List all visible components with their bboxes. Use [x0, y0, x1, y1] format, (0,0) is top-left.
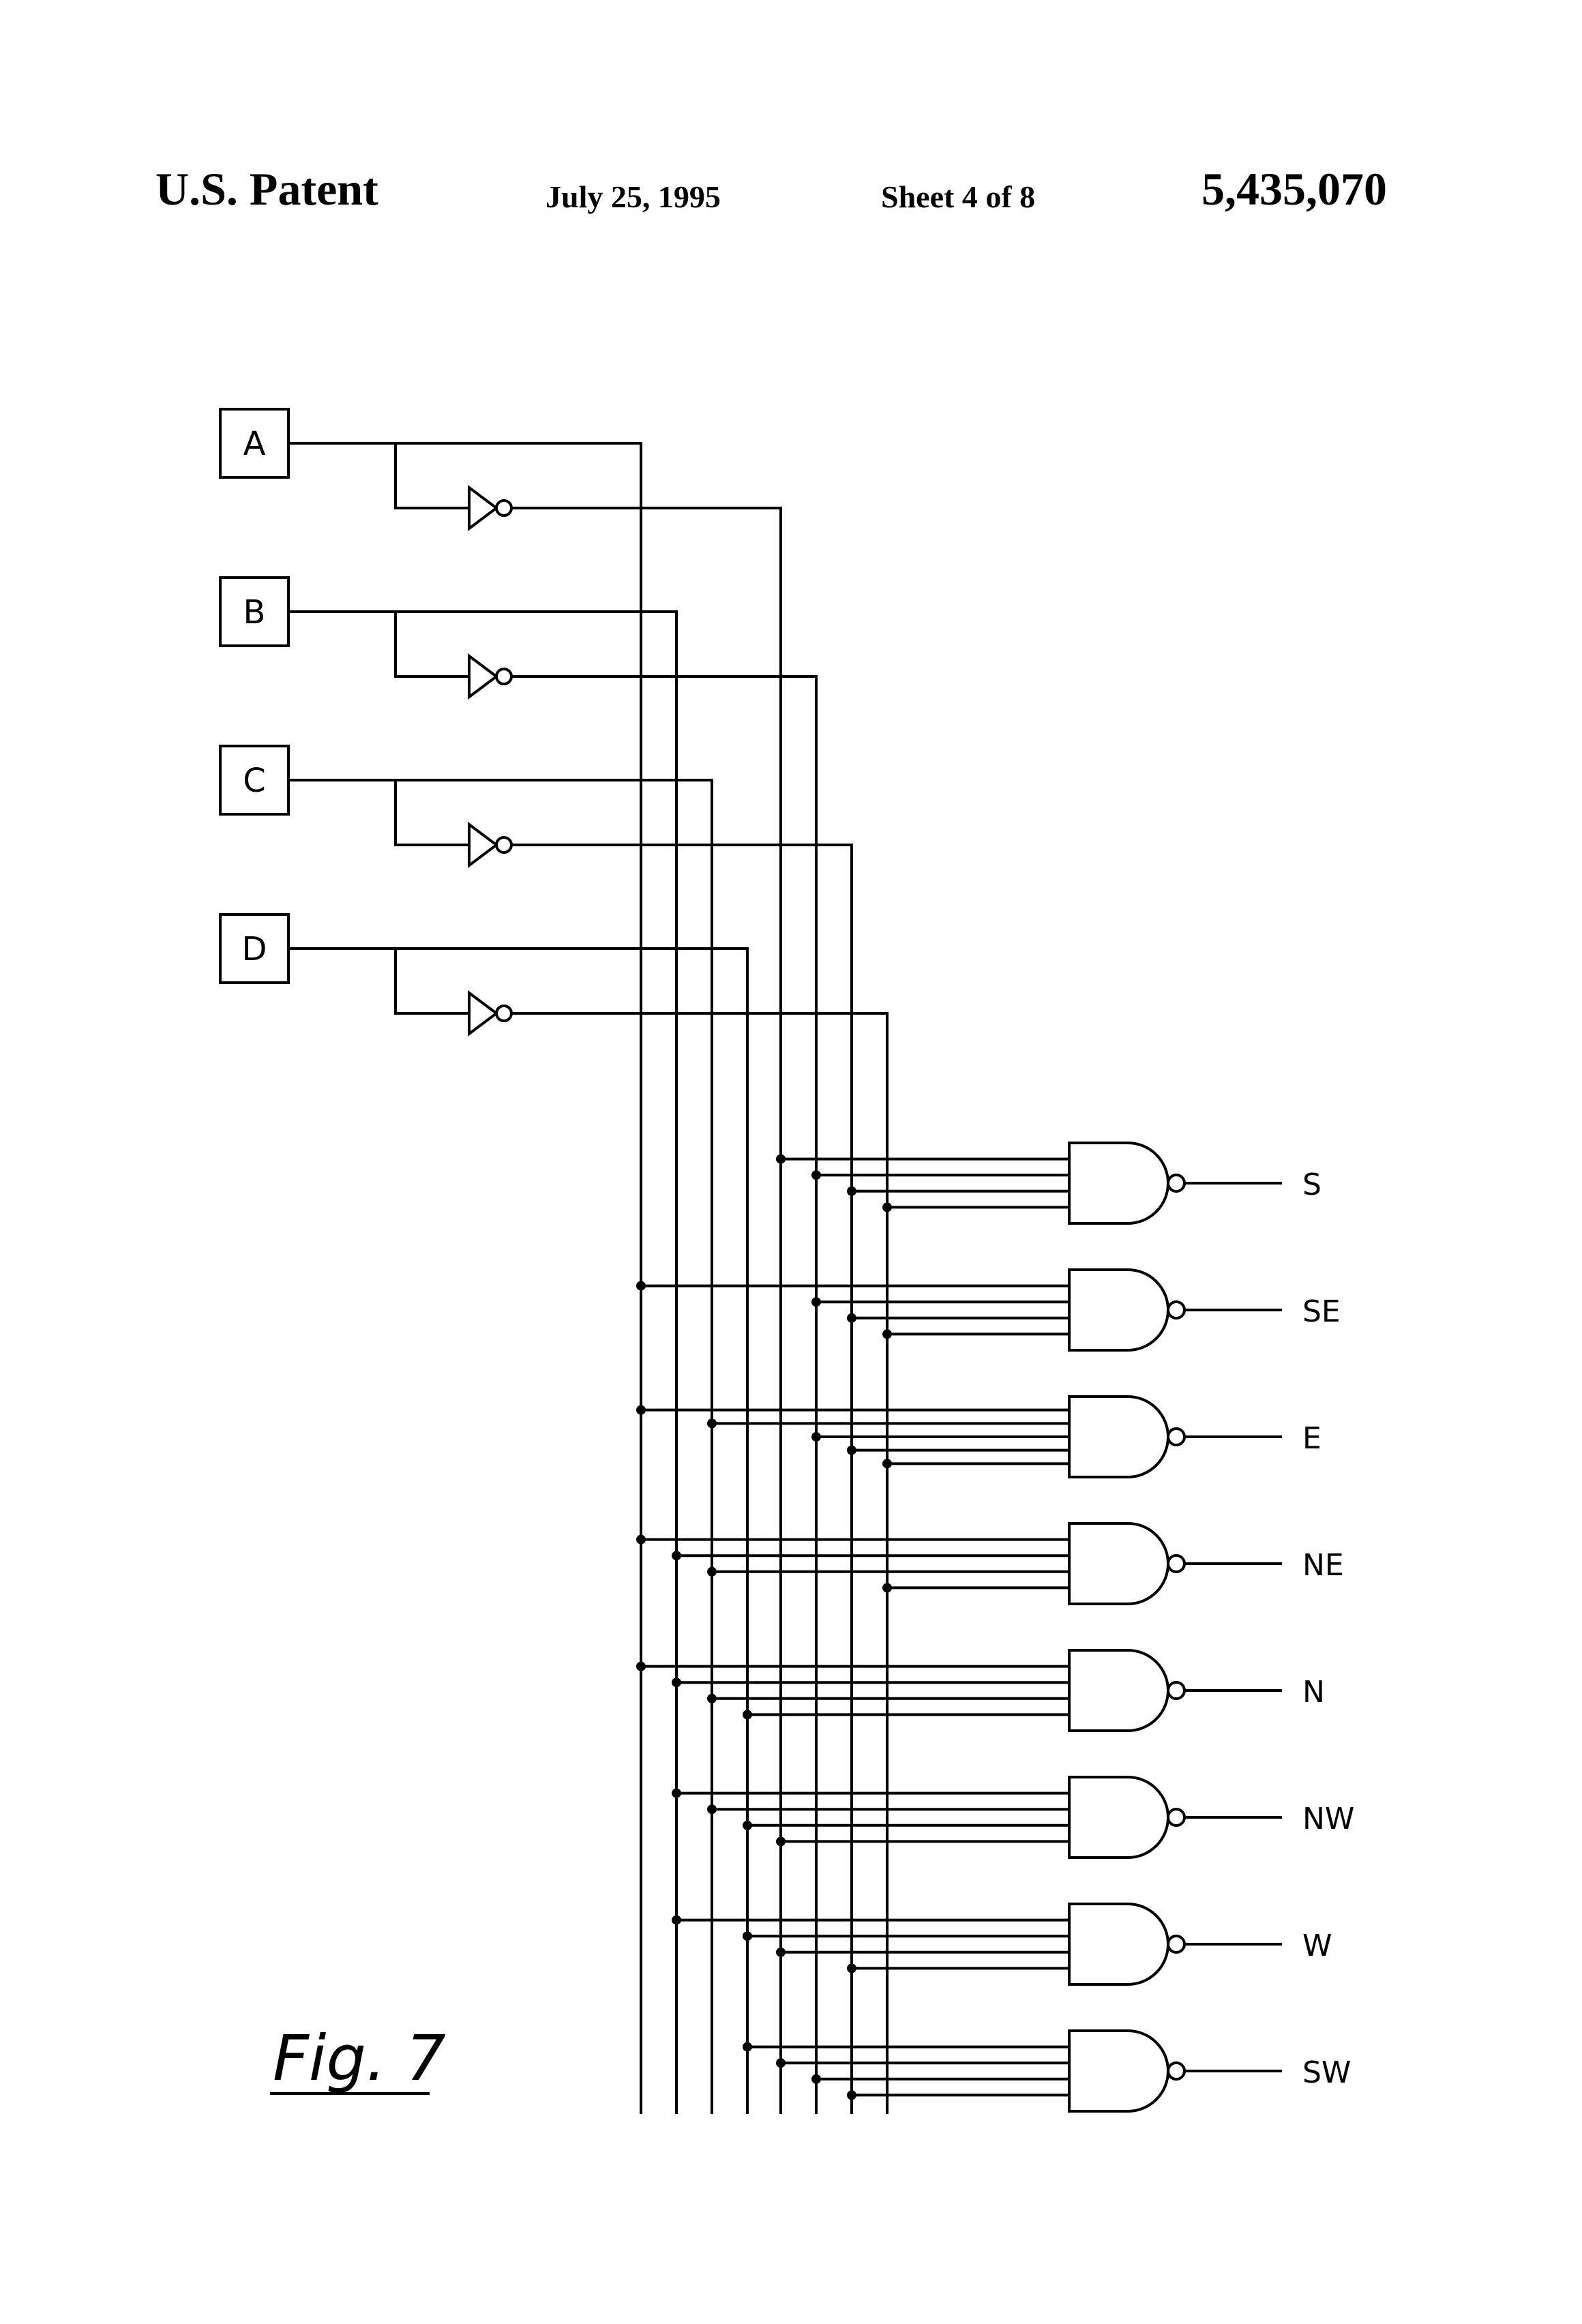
- output-label: W: [1302, 1928, 1332, 1963]
- junction-dot: [882, 1329, 892, 1339]
- inverter-triangle: [469, 488, 496, 528]
- nand-gate: [1069, 1777, 1168, 1858]
- junction-dot: [776, 1154, 786, 1164]
- junction-dot: [707, 1418, 717, 1428]
- nand-bubble: [1168, 1809, 1184, 1826]
- junction-dot: [636, 1281, 646, 1291]
- nand-bubble: [1168, 1429, 1184, 1445]
- components: A B C D S SE E NE N NW W SW: [220, 409, 1354, 2111]
- nand-gate: [1069, 1397, 1168, 1477]
- junction-dot: [636, 1535, 646, 1545]
- junction-dot: [707, 1804, 717, 1814]
- junction-dot: [847, 1313, 856, 1323]
- complement-line-a: [511, 508, 781, 2114]
- nand-bubble: [1168, 1682, 1184, 1699]
- figure-label-group: Fig. 7: [270, 2022, 446, 2095]
- junction-dot: [882, 1202, 892, 1212]
- junction-dot: [743, 1931, 752, 1941]
- junction-dot: [882, 1459, 892, 1468]
- input-label: A: [243, 425, 266, 463]
- inverter-feed: [395, 949, 469, 1013]
- nand-bubble: [1168, 1936, 1184, 1952]
- inverter-bubble: [496, 669, 511, 684]
- input-label: D: [242, 930, 267, 968]
- junction-dot: [743, 1821, 752, 1830]
- inverter-bubble: [496, 837, 511, 852]
- nand-gate: [1069, 2031, 1168, 2111]
- nand-bubble: [1168, 1555, 1184, 1572]
- nand-gate: [1069, 1650, 1168, 1731]
- true-line-a: [288, 443, 641, 2114]
- junction-dot: [672, 1789, 681, 1798]
- junction-dot: [707, 1567, 717, 1577]
- output-label: NW: [1302, 1802, 1354, 1836]
- inverter-triangle: [469, 656, 496, 697]
- junction-dot: [743, 2042, 752, 2052]
- junction-dots: [636, 1154, 892, 2100]
- junction-dot: [672, 1678, 681, 1687]
- nand-bubble: [1168, 2063, 1184, 2079]
- figure-label: Fig. 7: [273, 2022, 446, 2095]
- junction-dot: [811, 1432, 821, 1442]
- input-label: B: [243, 593, 266, 631]
- nand-gate: [1069, 1523, 1168, 1604]
- nand-gate: [1069, 1270, 1168, 1350]
- nand-bubble: [1168, 1175, 1184, 1191]
- nand-gate: [1069, 1904, 1168, 1984]
- junction-dot: [636, 1405, 646, 1415]
- inverter-triangle: [469, 824, 496, 865]
- input-label: C: [243, 762, 266, 800]
- junction-dot: [811, 2074, 821, 2084]
- output-label: S: [1302, 1167, 1322, 1202]
- junction-dot: [847, 1963, 856, 1973]
- output-label: NE: [1302, 1548, 1344, 1583]
- complement-line-c: [511, 845, 852, 2114]
- junction-dot: [672, 1916, 681, 1925]
- inverter-bubble: [496, 501, 511, 516]
- nand-gate: [1069, 1143, 1168, 1223]
- inverter-feed: [395, 443, 469, 508]
- junction-dot: [882, 1583, 892, 1592]
- junction-dot: [811, 1297, 821, 1307]
- true-line-d: [288, 949, 747, 2114]
- junction-dot: [847, 2090, 856, 2100]
- output-label: E: [1302, 1421, 1322, 1456]
- junction-dot: [776, 1836, 786, 1846]
- inverter-bubble: [496, 1006, 511, 1021]
- output-label: SE: [1302, 1294, 1341, 1329]
- true-line-c: [288, 780, 712, 2114]
- junction-dot: [776, 2058, 786, 2068]
- junction-dot: [776, 1948, 786, 1957]
- output-label: SW: [1302, 2055, 1351, 2090]
- output-label: N: [1302, 1675, 1325, 1710]
- inverter-feed: [395, 780, 469, 845]
- junction-dot: [847, 1187, 856, 1196]
- inverter-triangle: [469, 993, 496, 1034]
- junction-dot: [847, 1446, 856, 1455]
- complement-line-d: [511, 1013, 887, 2114]
- junction-dot: [707, 1694, 717, 1703]
- complement-line-b: [511, 676, 816, 2114]
- junction-dot: [811, 1170, 821, 1180]
- inverter-feed: [395, 612, 469, 676]
- nand-bubble: [1168, 1302, 1184, 1318]
- junction-dot: [636, 1662, 646, 1671]
- junction-dot: [672, 1551, 681, 1560]
- junction-dot: [743, 1710, 752, 1719]
